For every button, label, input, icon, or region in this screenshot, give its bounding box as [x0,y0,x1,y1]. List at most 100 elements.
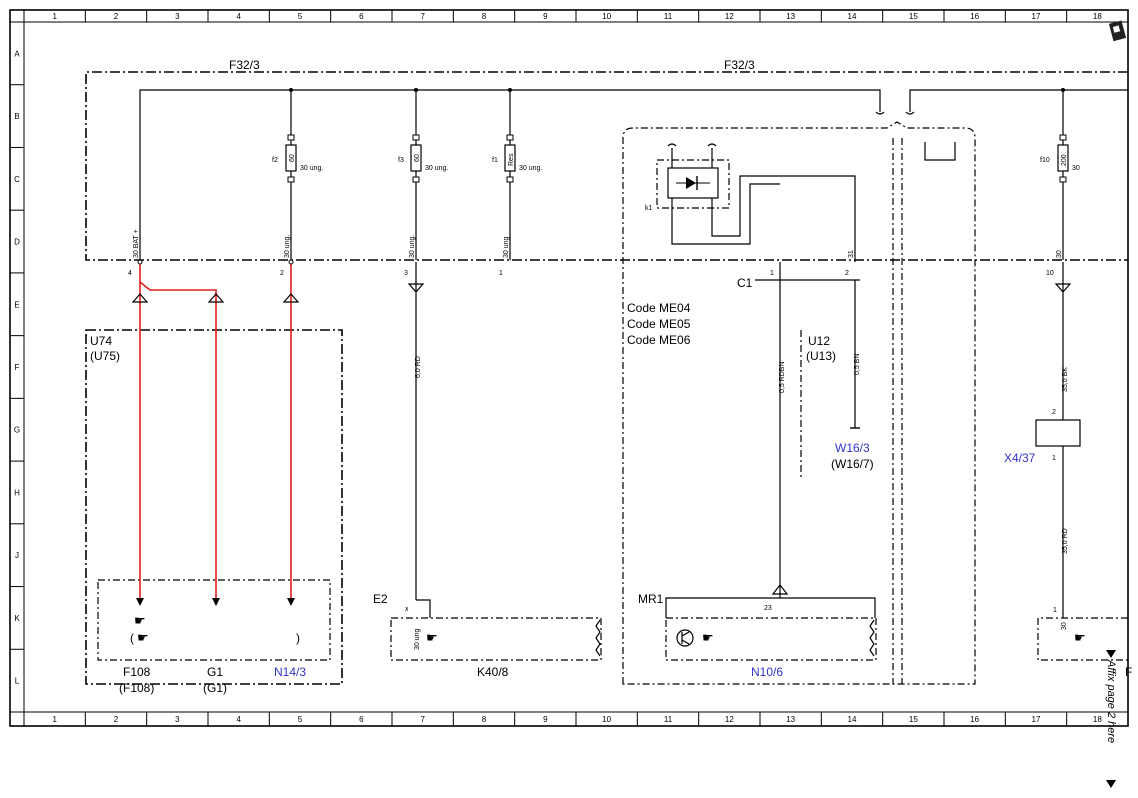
grid-column-label: 7 [420,715,425,724]
busbar-label-left: F32/3 [229,58,260,72]
x4-37-pin2: 2 [1052,409,1056,416]
grid-column-label: 5 [298,12,303,21]
c1-pin1: 1 [770,270,774,277]
margin-arrow-bottom [1106,780,1116,788]
k40-8-jag [595,619,601,657]
busbar-label-right: F32/3 [724,58,755,72]
bat-node [137,259,143,265]
grid-column-label: 3 [175,715,180,724]
wire-label-6-0-rd: 6,0 RD [415,356,422,378]
grid-column-label: 4 [236,12,241,21]
transistor-icon [676,629,694,647]
fuse-f1-node [508,88,512,92]
n10-6-jag [869,619,875,657]
hand-icon-3: ☛ [426,630,438,645]
hand-icon-2: ☛ [137,630,149,645]
grid-row-label: K [14,614,20,623]
grid-column-label: 5 [298,715,303,724]
grid-column-label: 8 [482,715,487,724]
grid-ticks [10,10,1068,726]
fuse-f10-rating: 200 [1061,154,1068,166]
grid-row-label: B [14,112,19,121]
g1-label: G1 [207,665,223,679]
terminal-30-right: 30 [1056,250,1063,258]
wire-label-0-5-rdbn: 0,5 RDBN [779,361,786,393]
w16-7-label: (W16/7) [831,457,874,471]
grid-column-label: 17 [1032,715,1041,724]
grid-column-label: 16 [970,12,979,21]
right-pin: 1 [1053,607,1057,614]
supply-crossover [875,111,915,115]
e2-pin: x [405,606,409,613]
w16-3-link[interactable]: W16/3 [835,441,870,455]
right-terminal: 30 [1061,622,1068,630]
grid-column-label: 9 [543,715,548,724]
terminal-f1-out: 30 ung [503,236,510,258]
page-corner-icon [1108,20,1127,42]
code-me05: Code ME05 [627,317,691,331]
margin-note: Affix page 2 here [1105,659,1117,743]
grid-column-label: 14 [848,12,857,21]
n14-3-link[interactable]: N14/3 [274,665,306,679]
grid-column-label: 15 [909,12,918,21]
grid-row-label: G [14,426,20,435]
relay-k1-box [656,159,730,209]
fuse-f3-node [414,88,418,92]
mr1-frame [665,597,876,618]
u13-label: (U13) [806,349,836,363]
paren-close: ) [296,631,300,645]
code-me04: Code ME04 [627,301,691,315]
grid-column-label: 10 [602,715,611,724]
k40-8-label: K40/8 [477,665,509,679]
grid-column-label: 2 [114,12,119,21]
n10-6-link[interactable]: N10/6 [751,665,783,679]
hand-icon-5: ☛ [1074,630,1086,645]
k40-8-box [390,617,602,661]
margin-arrow-top [1106,650,1116,658]
grid-column-label: 4 [236,715,241,724]
mr1-label: MR1 [638,592,664,606]
grid-column-label: 13 [786,12,795,21]
grid-column-label: 6 [359,715,364,724]
red-arrowheads [136,598,295,606]
f2-node-bottom [288,259,294,265]
x4-37-link[interactable]: X4/37 [1004,451,1036,465]
grid-column-label: 11 [664,12,673,21]
u74-inner-box [97,579,331,661]
terminal-bat: 30 BAT + [133,229,140,258]
terminal-31: 31 [848,250,855,258]
u74-label: U74 [90,334,112,348]
grid-column-label: 1 [52,715,57,724]
grid-column-label: 3 [175,12,180,21]
fuse-f3-cap-bottom [412,176,420,183]
terminal-f2-out: 30 ung. [284,235,291,258]
g1b-label: (G1) [203,681,227,695]
f108-label: F108 [123,665,151,679]
e2-label: E2 [373,592,388,606]
fuse-f3-rating: 60 [414,154,421,162]
fuse-f3-id: f3 [398,157,404,164]
fuse-f3-body [410,144,422,172]
x4-37-pin1: 1 [1052,455,1056,462]
paren-open: ( [130,631,134,645]
fuse-f1-body [504,144,516,172]
pin-2: 2 [280,270,284,277]
fuse-f10-node [1061,88,1065,92]
grid-row-label: A [14,49,20,58]
pin-3: 3 [404,270,408,277]
fuse-f1-cap-bottom [506,176,514,183]
pin-10: 10 [1046,270,1054,277]
fuse-f10-note: 30 [1072,165,1080,172]
terminal-f3-out: 30 ung. [409,235,416,258]
fuse-f2-rating: 60 [289,154,296,162]
grid-column-label: 12 [725,12,734,21]
c1-label: C1 [737,276,753,290]
red-wire-g1 [139,281,217,598]
u74-module-box [85,329,343,685]
diode-icon [676,176,710,190]
fuse-f3-cap-top [412,134,420,141]
relay-k1-contacts [667,143,717,147]
grid-row-label: J [15,551,19,560]
fuse-f2-cap-bottom [287,176,295,183]
hand-icon-4: ☛ [702,630,714,645]
